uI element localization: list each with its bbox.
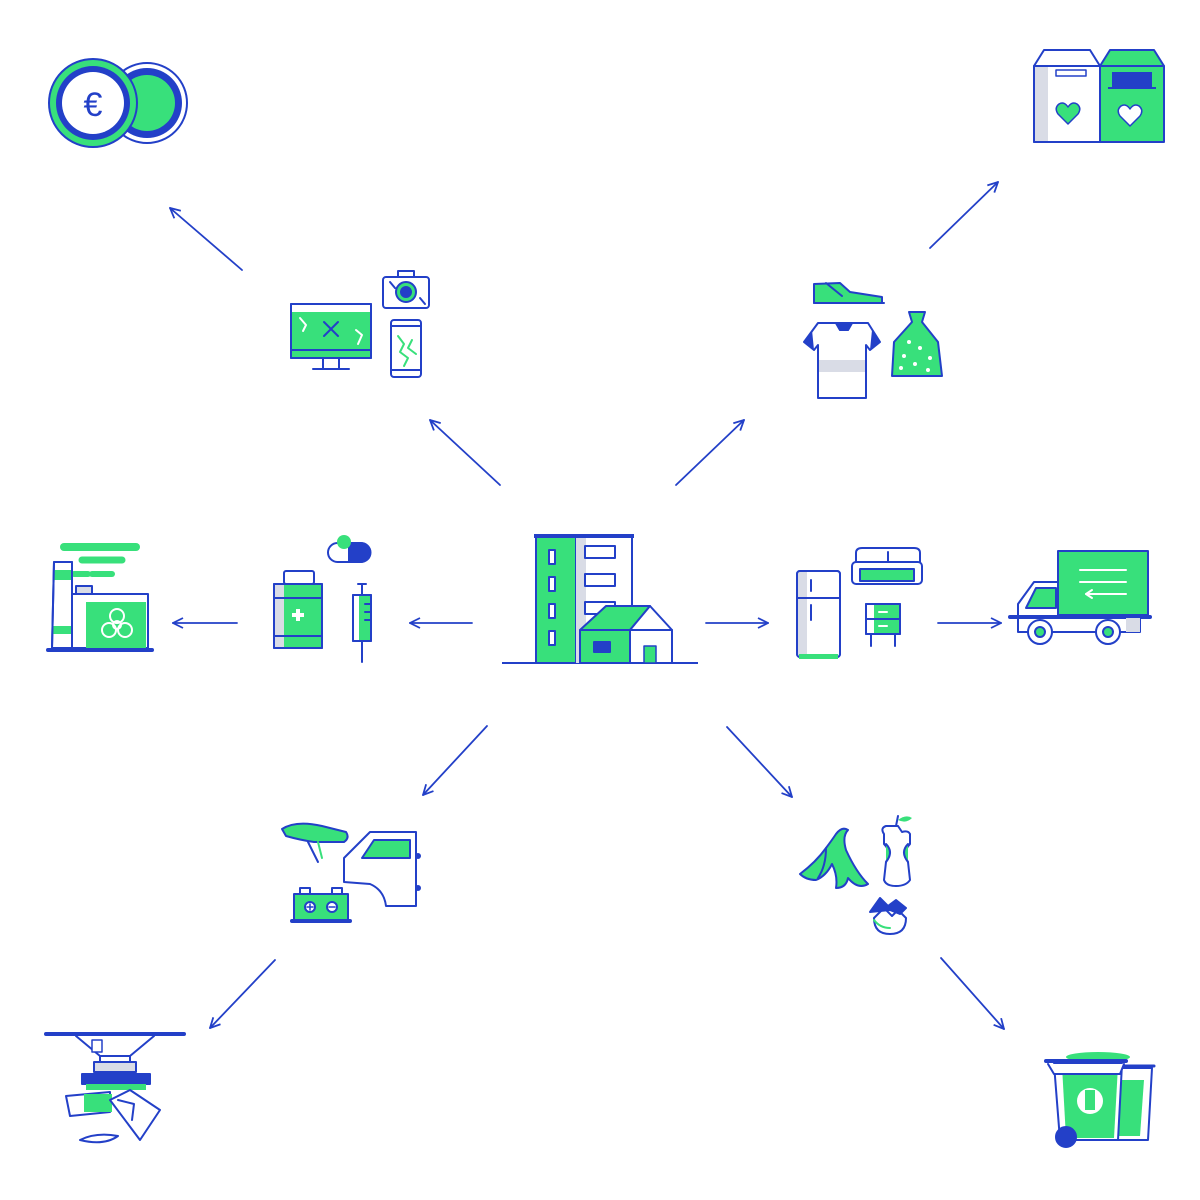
arrow-household-to-vehicle-parts xyxy=(423,725,488,795)
arrow-household-to-food-waste xyxy=(726,726,792,797)
arrow-vehicle-parts-to-shredder xyxy=(210,959,276,1028)
broken-electronics-icon xyxy=(290,270,430,378)
arrow-household-to-electronics xyxy=(430,420,501,486)
clothing-and-shoes-icon xyxy=(803,282,943,399)
fridge-sofa-and-drawer-icon xyxy=(796,547,923,659)
euro-symbol: € xyxy=(84,86,103,124)
arrow-electronics-to-money xyxy=(170,208,243,271)
donation-boxes-icon xyxy=(1033,49,1165,143)
arrows xyxy=(170,182,1004,1029)
delivery-truck-icon xyxy=(1008,550,1152,645)
biohazard-factory-icon xyxy=(46,543,154,652)
medicine-and-syringe-icon xyxy=(273,535,372,663)
arrow-clothing-to-donation xyxy=(929,182,998,249)
waste-bin-icon xyxy=(1044,1052,1156,1148)
shredder-icon xyxy=(44,1032,186,1144)
food-scraps-icon xyxy=(799,815,912,935)
apartment-building-and-house-icon xyxy=(502,534,698,664)
car-parts-and-battery-icon xyxy=(281,822,421,923)
euro-coins-icon: € xyxy=(48,58,188,148)
arrow-food-waste-to-bin xyxy=(940,957,1004,1029)
arrow-household-to-clothing xyxy=(675,420,744,486)
